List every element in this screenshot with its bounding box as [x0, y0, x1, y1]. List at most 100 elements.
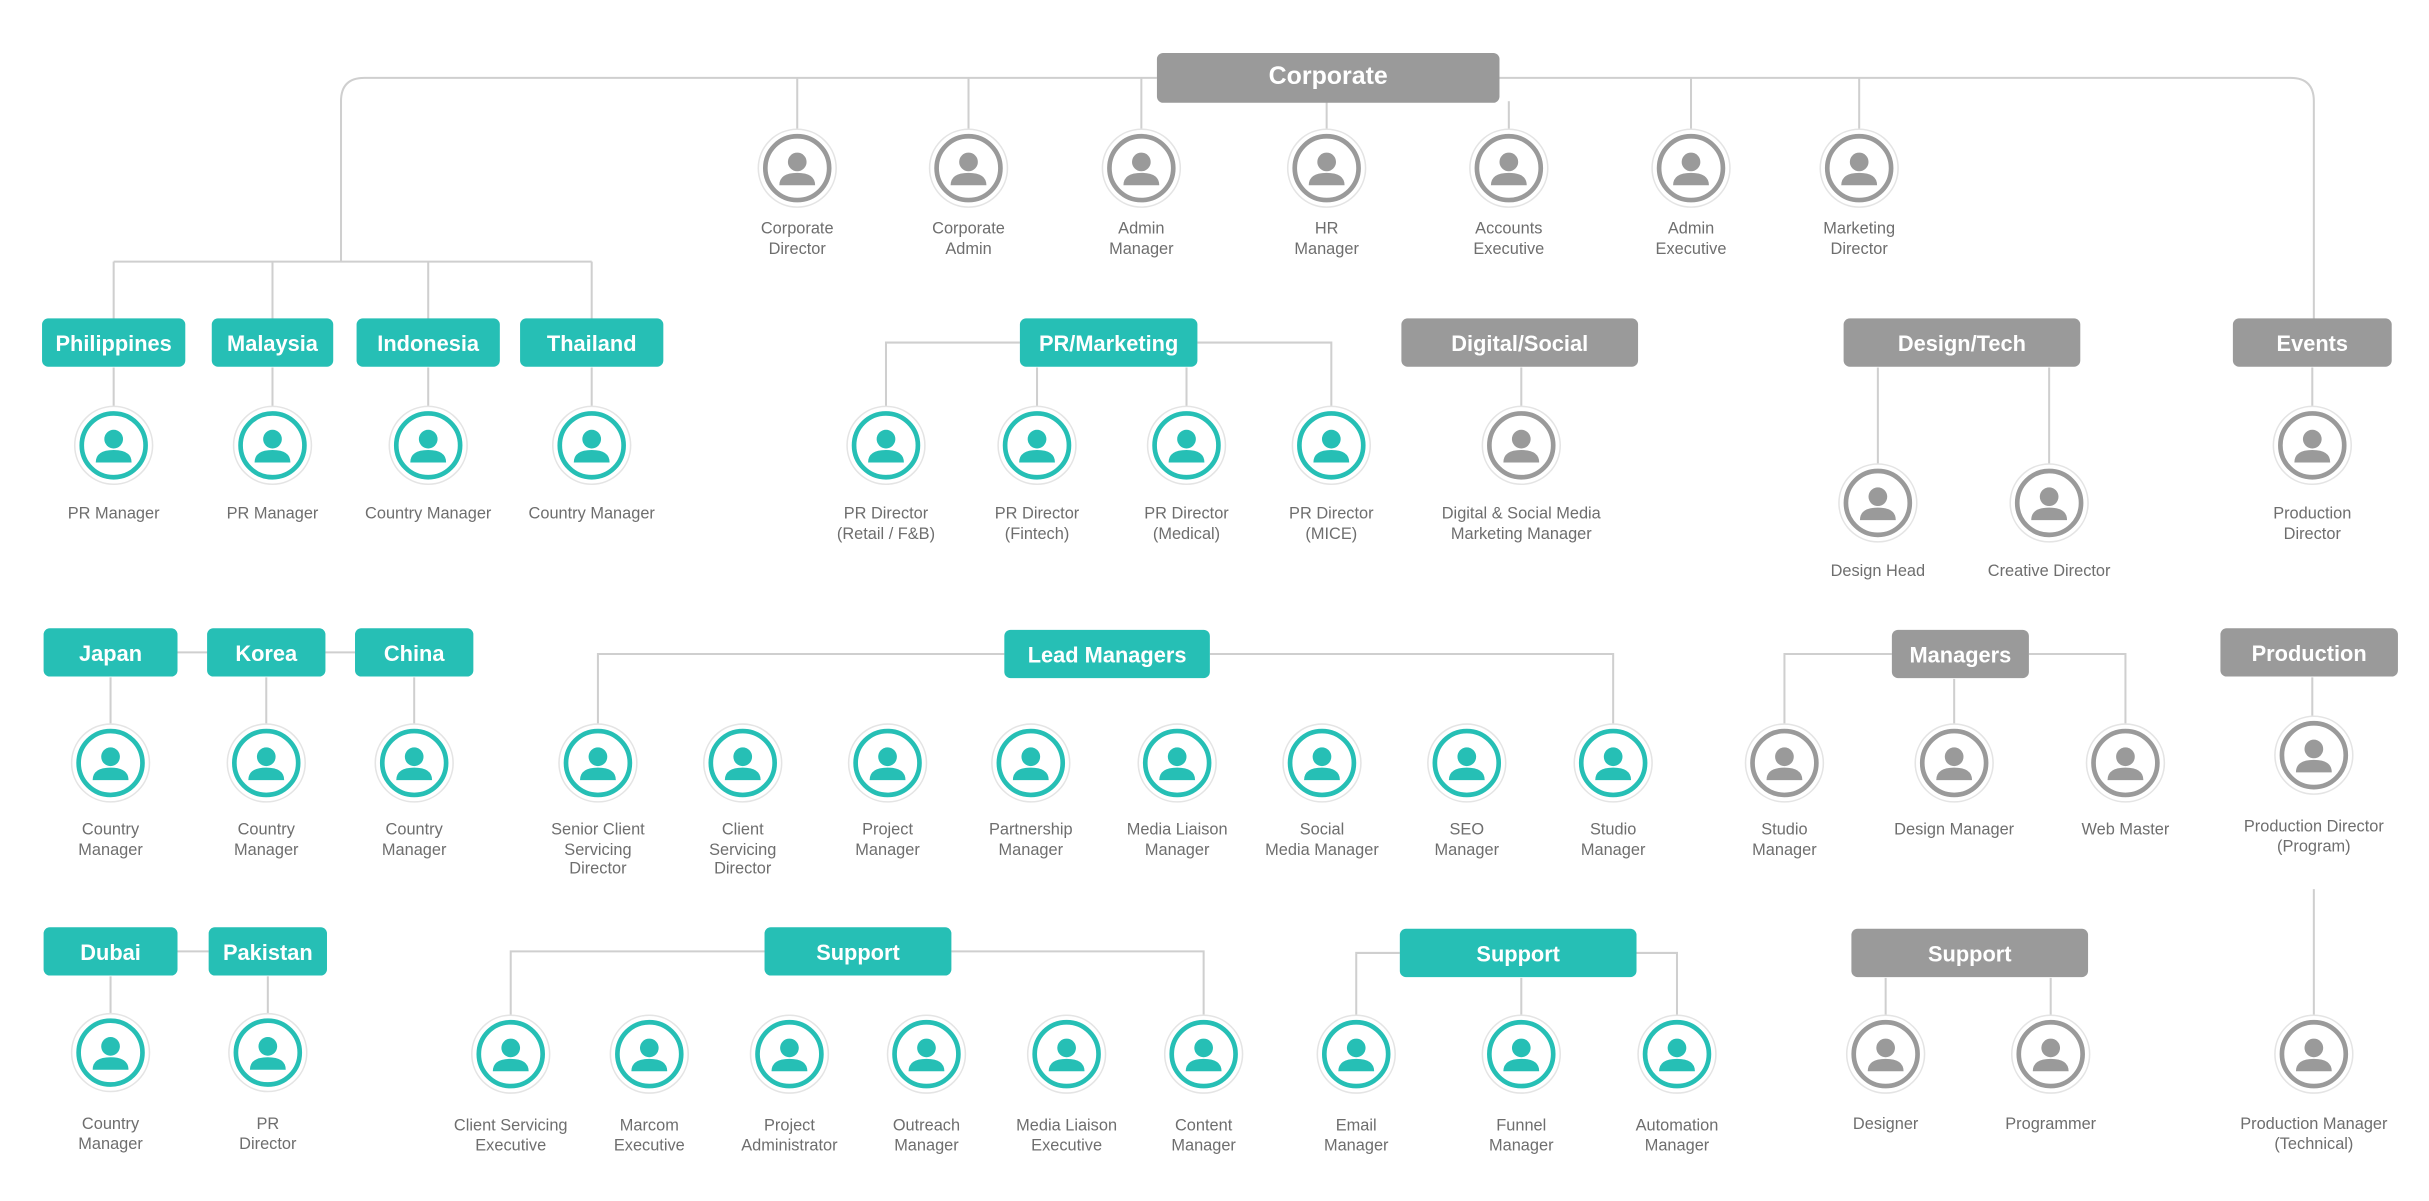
person-icon [928, 128, 1009, 209]
person-icon [70, 1012, 151, 1093]
role-label-line: Creative Director [1987, 562, 2111, 581]
connector-line [339, 76, 1157, 262]
role-label-line: Web Master [2081, 820, 2170, 840]
person-icon [1291, 405, 1372, 486]
person-icon [1468, 128, 1549, 209]
person-icon [557, 722, 638, 803]
role-label-line: PR Director [1144, 504, 1229, 524]
role-label-line: PR Director [843, 504, 929, 524]
person-icon [226, 722, 307, 803]
connector-line [509, 950, 765, 1017]
role-label-pr-director-medical: PR Director(Medical) [1085, 505, 1287, 544]
node-events: Events [2232, 318, 2392, 367]
role-label-line: Executive [1473, 239, 1545, 258]
role-label-line: Funnel [1496, 1116, 1547, 1136]
connector-line [1783, 652, 1892, 726]
role-label-my-pr-manager: PR Manager [171, 505, 373, 524]
role-label-line: (Program) [2277, 836, 2351, 856]
role-label-id-country-manager: Country Manager [327, 505, 529, 524]
node-corporate: Corporate [1156, 52, 1500, 103]
role-label-line: Director [239, 1134, 297, 1154]
person-icon [1481, 1014, 1562, 1095]
node-china: China [355, 628, 474, 677]
role-label-line: Automation [1635, 1116, 1719, 1136]
person-icon [1101, 128, 1182, 209]
role-label-line: Manager [998, 840, 1064, 859]
person-icon [757, 128, 838, 209]
role-label-programmer: Programmer [1949, 1115, 2151, 1134]
node-support-2: Support [1399, 928, 1637, 978]
role-label-pr-director-retail: PR Director(Retail / F&B) [785, 505, 987, 544]
person-icon [702, 722, 783, 803]
role-label-line: Programmer [2005, 1114, 2097, 1134]
node-managers: Managers [1891, 629, 2029, 679]
person-icon [388, 405, 469, 486]
role-label-line: Admin [945, 239, 992, 258]
role-label-line: Production Director [2243, 817, 2384, 837]
role-label-web-master: Web Master [2024, 821, 2226, 840]
role-label-line: Executive [1031, 1135, 1103, 1155]
role-label-line: Manager [1580, 840, 1646, 859]
role-label-line: (Retail / F&B) [836, 523, 936, 543]
node-support-3: Support [1851, 928, 2089, 978]
role-label-line: Director [768, 239, 826, 258]
role-label-line: Manager [855, 840, 920, 859]
role-label-line: Senior Client [551, 820, 645, 840]
person-icon [1286, 128, 1367, 209]
person-icon [70, 722, 151, 803]
person-icon [2273, 715, 2354, 796]
role-label-line: Executive [613, 1135, 685, 1155]
role-label-line: Marketing Manager [1450, 523, 1592, 543]
role-label-line: Studio [1589, 820, 1637, 840]
role-label-line: SEO [1449, 820, 1485, 840]
role-label-line: Media Manager [1265, 840, 1379, 859]
role-label-line: Manager [1144, 840, 1210, 859]
role-label-design-head: Design Head [1777, 562, 1979, 581]
connector-line [1209, 652, 1615, 726]
role-label-line: Manager [894, 1135, 959, 1155]
role-label-line: Production [2273, 504, 2352, 524]
role-label-line: (MICE) [1305, 523, 1358, 543]
person-icon [609, 1014, 690, 1095]
role-label-line: Digital & Social Media [1441, 504, 1601, 524]
role-label-line: Designer [1852, 1114, 1919, 1134]
role-label-line: Country Manager [365, 504, 492, 524]
person-icon [1026, 1014, 1107, 1095]
role-label-line: Content [1175, 1116, 1233, 1136]
person-icon [2010, 1014, 2091, 1095]
role-label-line: Director [569, 859, 627, 879]
role-label-line: Manager [1171, 1135, 1236, 1155]
connector-line [1197, 341, 1333, 408]
role-label-line: Country [237, 820, 295, 840]
person-icon [73, 405, 154, 486]
person-icon [1845, 1014, 1926, 1095]
role-label-line: (Fintech) [1004, 523, 1070, 543]
node-digital-social: Digital/Social [1401, 318, 1639, 367]
role-label-ph-pr-manager: PR Manager [12, 505, 214, 524]
role-label-line: Manager [1294, 239, 1359, 258]
person-icon [1163, 1014, 1244, 1095]
role-label-line: Manager [233, 840, 299, 859]
role-label-line: Manager [1644, 1135, 1710, 1155]
person-icon [749, 1014, 830, 1095]
person-icon [886, 1014, 967, 1095]
role-label-line: Email [1335, 1116, 1377, 1136]
role-label-line: Outreach [892, 1116, 961, 1136]
role-label-line: HR [1314, 219, 1339, 239]
role-label-creative-director: Creative Director [1948, 562, 2150, 581]
role-label-line: Country [81, 1114, 140, 1134]
connector-line [1636, 951, 1679, 1017]
